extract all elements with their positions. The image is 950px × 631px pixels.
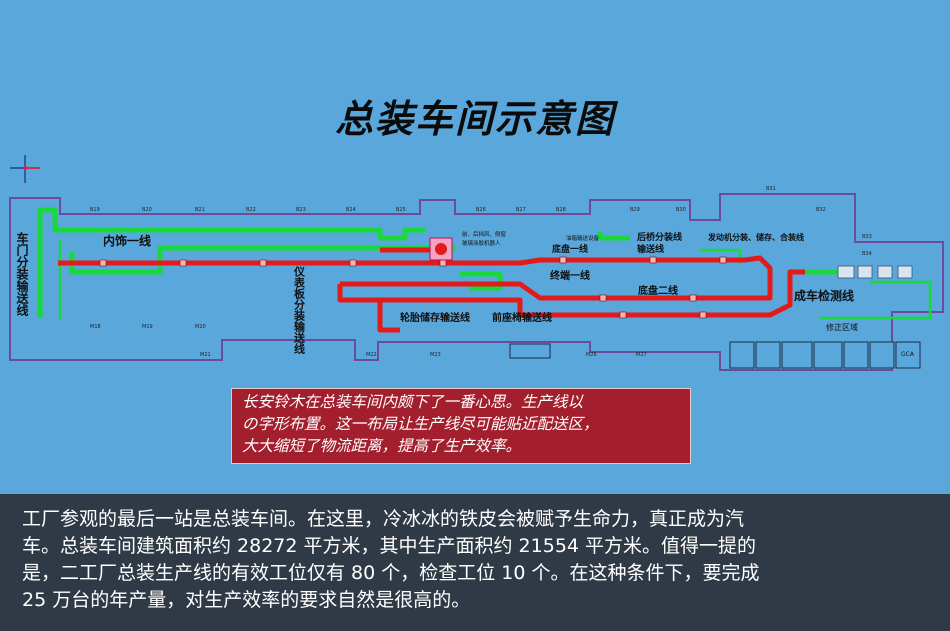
robot-note-2: 玻璃涂胶机器人 <box>462 239 501 247</box>
svg-text:M23: M23 <box>430 352 441 358</box>
svg-text:B30: B30 <box>676 207 686 213</box>
callout-line-2: の字形布置。这一布局让生产线尽可能贴近配送区， <box>242 415 599 433</box>
chassis-line-1-label: 底盘一线 <box>552 243 588 255</box>
final-line-label: 终端一线 <box>550 269 590 282</box>
svg-text:B29: B29 <box>630 207 640 213</box>
callout-line-3: 大大缩短了物流距离，提高了生产效率。 <box>242 437 522 455</box>
description-line-2: 车。总装车间建筑面积约 28272 平方米，其中生产面积约 21554 平方米。… <box>22 535 757 557</box>
chassis-line-2-label: 底盘二线 <box>638 284 678 297</box>
svg-text:B19: B19 <box>90 207 100 213</box>
svg-text:B20: B20 <box>142 207 152 213</box>
svg-text:M19: M19 <box>142 324 153 330</box>
oil-equipment-label: 油箱输送设备 <box>566 234 600 242</box>
svg-text:B23: B23 <box>296 207 306 213</box>
inspection-line-label: 成车检测线 <box>794 288 854 303</box>
svg-text:B22: B22 <box>246 207 256 213</box>
interior-line-label: 内饰一线 <box>103 233 151 248</box>
svg-text:B25: B25 <box>396 207 406 213</box>
office-rooms <box>509 341 921 369</box>
svg-text:M20: M20 <box>195 324 206 330</box>
svg-text:B33: B33 <box>862 234 872 240</box>
engine-line-label: 发动机分装、储存、合装线 <box>707 232 804 242</box>
dashboard-line-label: 仪表板分装输送线 <box>293 266 307 355</box>
seat-line-label: 前座椅输送线 <box>492 311 552 324</box>
svg-text:B34: B34 <box>862 251 872 257</box>
svg-text:B32: B32 <box>816 207 826 213</box>
svg-text:B28: B28 <box>556 207 566 213</box>
description-panel: 工厂参观的最后一站是总装车间。在这里，冷冰冰的铁皮会被赋予生命力，真正成为汽 车… <box>0 494 950 631</box>
rear-axle-label-1: 后桥分装线 <box>637 231 682 243</box>
robot-note-1: 前、后挡风、侧窗 <box>462 230 507 238</box>
svg-text:M18: M18 <box>90 324 101 330</box>
callout-line-1: 长安铃木在总装车间内颇下了一番心思。生产线以 <box>242 393 584 411</box>
compass-cross-icon <box>10 155 40 183</box>
description-line-3: 是，二工厂总装生产线的有效工位仅有 80 个，检查工位 10 个。在这种条件下，… <box>22 562 760 584</box>
line-labels: 车门分装输送线 内饰一线 仪表板分装输送线 前、后挡风、侧窗 玻璃涂胶机器人 油… <box>15 230 915 358</box>
svg-text:M27: M27 <box>636 352 647 358</box>
svg-text:B31: B31 <box>766 186 776 192</box>
svg-text:M26: M26 <box>586 352 597 358</box>
door-line-label: 车门分装输送线 <box>15 231 29 317</box>
callout-box: 长安铃木在总装车间内颇下了一番心思。生产线以 の字形布置。这一布局让生产线尽可能… <box>231 388 691 464</box>
repair-area-label: 修正区域 <box>826 322 858 332</box>
robot-cluster <box>429 237 453 261</box>
svg-text:M22: M22 <box>366 352 377 358</box>
station-blocks <box>99 256 727 319</box>
inspection-stations <box>837 265 913 279</box>
svg-text:M21: M21 <box>200 352 211 358</box>
gca-label: GCA <box>901 351 915 358</box>
description-line-4: 25 万台的年产量，对生产效率的要求自然是很高的。 <box>22 589 471 611</box>
svg-text:B21: B21 <box>195 207 205 213</box>
tire-line-label: 轮胎储存输送线 <box>400 311 470 324</box>
svg-text:B27: B27 <box>516 207 526 213</box>
rear-axle-label-2: 输送线 <box>637 243 664 255</box>
description-line-1: 工厂参观的最后一站是总装车间。在这里，冷冰冰的铁皮会被赋予生命力，真正成为汽 <box>22 508 745 530</box>
svg-text:B24: B24 <box>346 207 356 213</box>
page-title: 总装车间示意图 <box>334 97 615 141</box>
svg-text:B26: B26 <box>476 207 486 213</box>
